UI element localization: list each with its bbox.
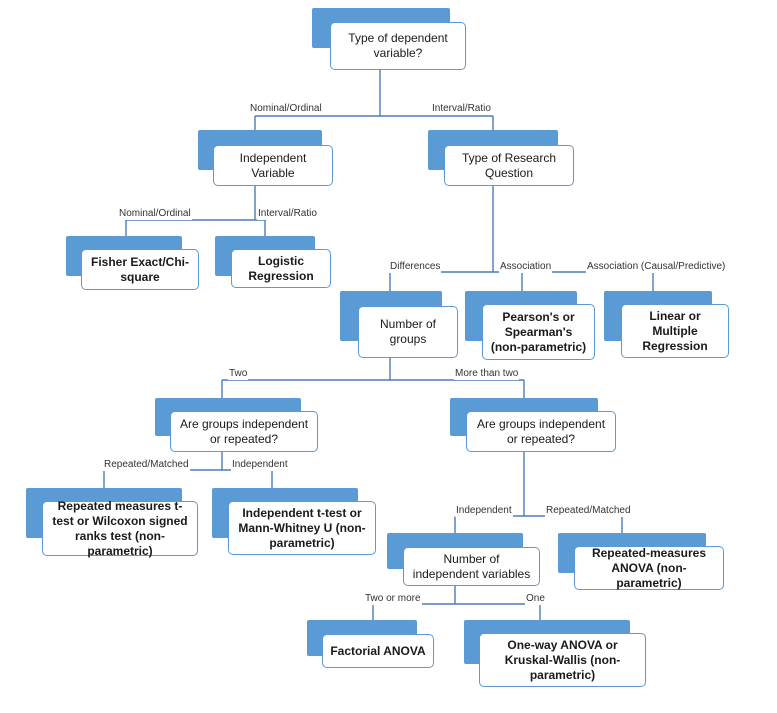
edge-label-independent: Independent [455, 505, 513, 517]
edge-label-nominal-ordinal: Nominal/Ordinal [249, 103, 323, 115]
node-text: Independent Variable [213, 145, 333, 186]
node-text: Are groups independent or repeated? [170, 411, 318, 452]
node-text: Repeated-measures ANOVA (non-parametric) [574, 546, 724, 590]
node-text: Independent t-test or Mann-Whitney U (no… [228, 501, 376, 555]
node-text: Pearson's or Spearman's (non-parametric) [482, 304, 595, 360]
edge-label-one: One [525, 593, 546, 605]
edge-label-differences: Differences [389, 261, 442, 273]
node-text: Type of dependent variable? [330, 22, 466, 70]
edge-label-interval-ratio: Interval/Ratio [257, 208, 318, 220]
edge-label-interval-ratio: Interval/Ratio [431, 103, 492, 115]
node-text: Linear or Multiple Regression [621, 304, 729, 358]
node-text: Number of groups [358, 306, 458, 358]
node-text: Type of Research Question [444, 145, 574, 186]
node-text: Fisher Exact/Chi-square [81, 249, 199, 290]
edge-label-two-or-more: Two or more [364, 593, 422, 605]
edge-label-repeated-matched: Repeated/Matched [103, 459, 190, 471]
node-text: Logistic Regression [231, 249, 331, 288]
edge-label-more-than-two: More than two [454, 368, 520, 380]
edge-label-nominal-ordinal: Nominal/Ordinal [118, 208, 192, 220]
edge-label-two: Two [228, 368, 249, 380]
edge-label-independent: Independent [231, 459, 289, 471]
edge-label-association: Association [499, 261, 553, 273]
node-text: Number of independent variables [403, 547, 540, 586]
edge-label-association-causal: Association (Causal/Predictive) [586, 261, 727, 273]
node-text: Are groups independent or repeated? [466, 411, 616, 452]
node-text: One-way ANOVA or Kruskal-Wallis (non-par… [479, 633, 646, 687]
node-text: Repeated measures t-test or Wilcoxon sig… [42, 499, 198, 558]
node-text: Factorial ANOVA [322, 634, 434, 668]
edge-label-repeated-matched: Repeated/Matched [545, 505, 632, 517]
